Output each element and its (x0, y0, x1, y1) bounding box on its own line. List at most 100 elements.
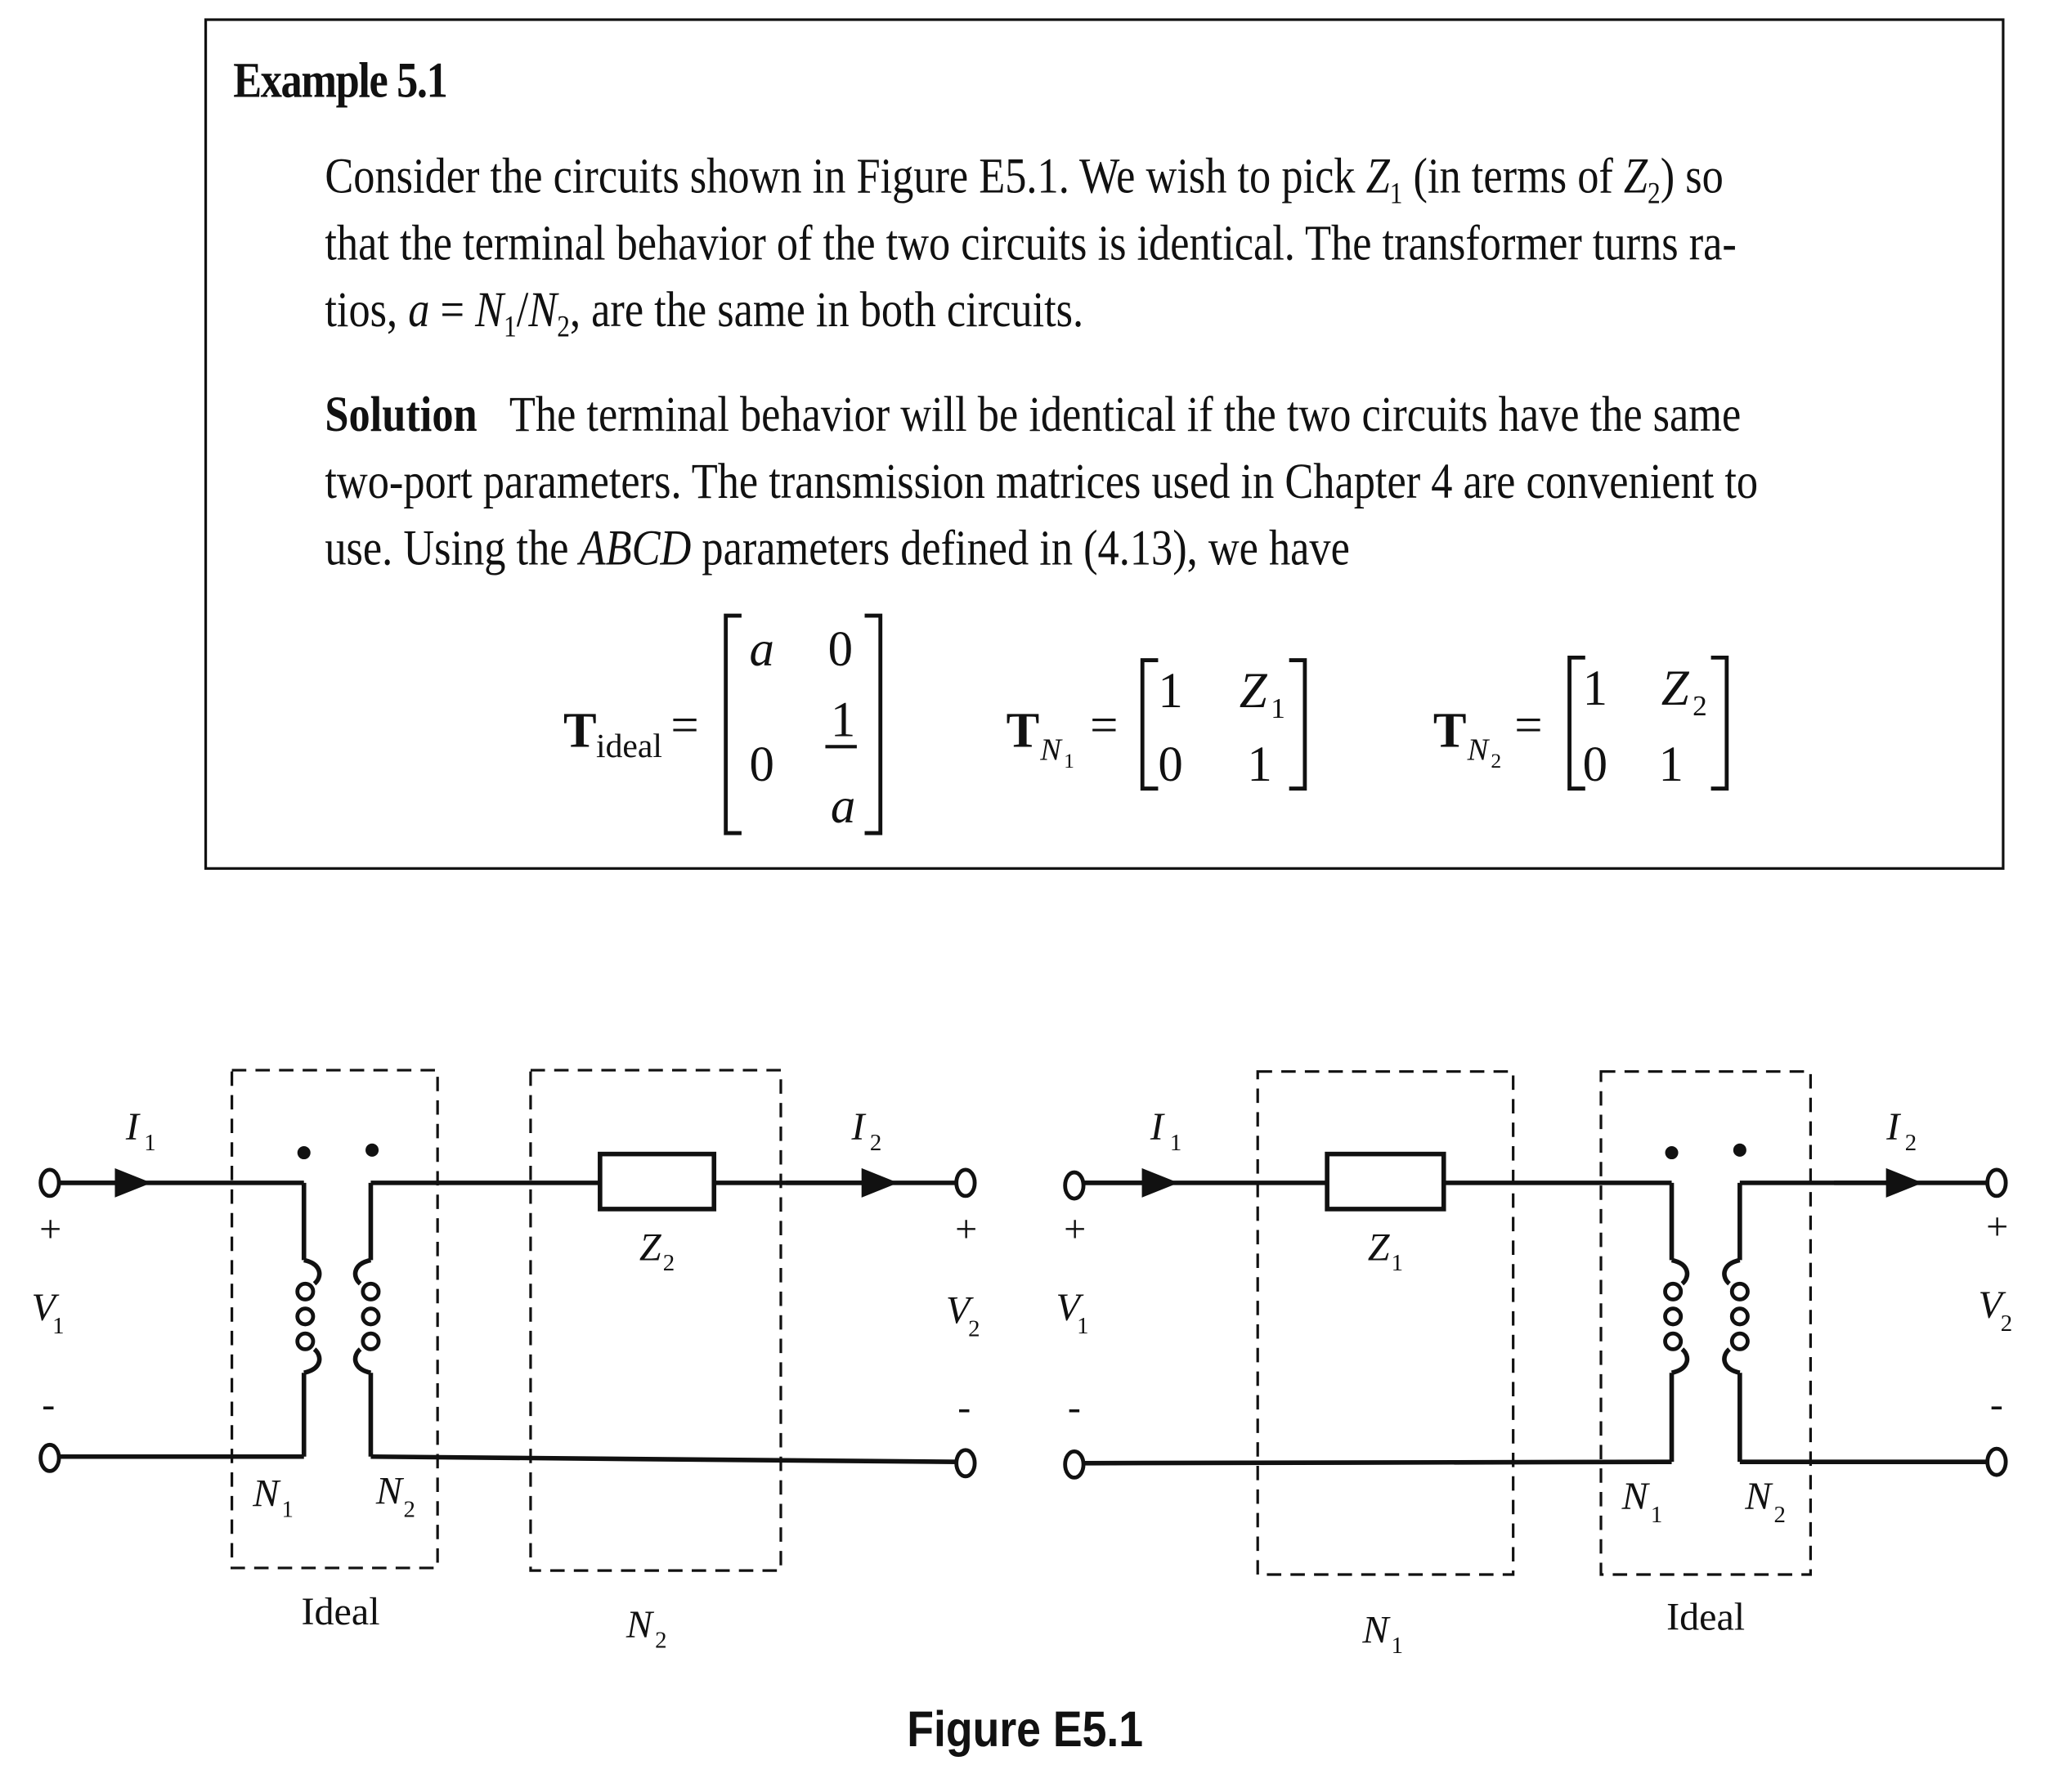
left-z2-impedance (598, 1151, 717, 1212)
right-bottom-input-wire (1082, 1459, 1672, 1466)
left-ideal-block-label: Ideal (302, 1590, 380, 1633)
right-ideal-block (1599, 1070, 1812, 1576)
right-input-bottom-terminal (1063, 1449, 1086, 1480)
left-primary-coil-ends (303, 1257, 322, 1375)
solution-text: Solution The terminal behavior will be i… (325, 383, 1973, 583)
left-v1-plus: + (39, 1207, 61, 1251)
svg-text:1: 1 (1392, 1250, 1403, 1276)
svg-text:1: 1 (1077, 1313, 1088, 1339)
left-i1-label: I (125, 1105, 141, 1149)
left-v1-label: V (31, 1286, 59, 1329)
t-n1-subscript-index: 1 (1064, 749, 1074, 773)
t-ideal-a12: 0 (828, 622, 853, 677)
right-v1-minus: - (1068, 1386, 1081, 1429)
problem-line-2: that the terminal behavior of the two ci… (325, 216, 1737, 271)
t-ideal-a21: 0 (750, 737, 774, 792)
problem-line-3: tios, a = N1/N2, are the same in both ci… (325, 283, 1084, 343)
t-n2-symbol: T (1433, 703, 1467, 758)
t-ideal-a11: a (750, 622, 774, 677)
left-input-bottom-terminal (38, 1442, 61, 1473)
right-v2-label: V (1978, 1284, 2006, 1327)
t-n2-a11: 1 (1583, 661, 1607, 716)
left-v2-plus: + (955, 1207, 977, 1251)
t-n2-a12-sub: 2 (1693, 690, 1707, 722)
right-i2-label: I (1885, 1105, 1901, 1149)
t-ideal-left-bracket (724, 613, 742, 836)
svg-text:2: 2 (968, 1315, 980, 1342)
left-input-top-terminal (38, 1167, 61, 1198)
t-n2-subscript-index: 2 (1491, 749, 1501, 773)
t-n2-equals: = (1514, 698, 1542, 753)
right-output-bottom-terminal (1985, 1446, 2008, 1477)
right-z1-label: Z (1368, 1225, 1391, 1269)
left-circuit: I 1 I 2 + V 1 - + V 2 - Z 2 N 1 N 2 Idea… (31, 1068, 980, 1654)
problem-statement: Consider the circuits shown in Figure E5… (325, 144, 1973, 344)
svg-text:1: 1 (1170, 1130, 1181, 1156)
t-n1-symbol: T (1007, 703, 1040, 758)
svg-text:1: 1 (52, 1313, 64, 1339)
right-primary-coil-ends (1670, 1257, 1690, 1375)
right-ideal-block-label: Ideal (1666, 1595, 1745, 1638)
left-n2-winding-label: N (375, 1469, 405, 1512)
t-n1-a12: Z (1240, 664, 1268, 719)
right-n1-block (1256, 1070, 1515, 1576)
t-n2-a22: 1 (1659, 737, 1684, 792)
right-input-top-terminal (1063, 1170, 1086, 1201)
left-primary-coil (295, 1281, 316, 1351)
example-box (204, 18, 2005, 870)
svg-text:1: 1 (1392, 1633, 1403, 1659)
t-ideal-symbol: T (563, 703, 597, 758)
left-secondary-coil (361, 1281, 381, 1351)
t-n1-equals: = (1090, 698, 1118, 753)
left-secondary-coil-ends (352, 1257, 372, 1375)
t-ideal-equals: = (670, 698, 698, 753)
left-v1-minus: - (42, 1383, 55, 1427)
right-output-top-terminal (1985, 1167, 2008, 1198)
t-n2-right-bracket (1710, 655, 1729, 791)
left-i2-label: I (850, 1105, 866, 1149)
left-z2-label: Z (639, 1225, 662, 1269)
left-v2-label: V (946, 1288, 974, 1332)
solution-label: Solution (325, 388, 478, 443)
t-n2-subscript: N (1467, 732, 1491, 767)
t-n1-left-bracket (1140, 658, 1159, 791)
right-primary-coil (1663, 1281, 1684, 1351)
solution-line-1: Solution The terminal behavior will be i… (325, 388, 1742, 443)
svg-text:1: 1 (144, 1130, 155, 1156)
right-n1-winding-label: N (1621, 1475, 1651, 1518)
t-n2-a21: 0 (1583, 737, 1607, 792)
t-ideal-subscript: ideal (596, 728, 662, 765)
t-ideal-a22-numerator: 1 (831, 692, 855, 747)
solution-line-3: use. Using the ABCD parameters defined i… (325, 521, 1350, 577)
solution-line-2: two-port parameters. The transmission ma… (325, 454, 1759, 510)
svg-text:2: 2 (663, 1250, 675, 1276)
svg-text:2: 2 (404, 1496, 415, 1522)
t-ideal-a22-denominator: a (831, 779, 855, 834)
svg-text:2: 2 (655, 1628, 666, 1654)
left-n1-winding-label: N (252, 1472, 281, 1516)
t-n1-a22: 1 (1247, 737, 1271, 792)
right-n1-block-label: N (1361, 1608, 1391, 1651)
svg-text:1: 1 (1651, 1502, 1662, 1528)
left-bottom-output-wire (370, 1454, 957, 1464)
right-i1-label: I (1150, 1105, 1165, 1149)
left-n2-block (529, 1068, 782, 1572)
problem-line-1: Consider the circuits shown in Figure E5… (325, 149, 1724, 210)
t-n1-subscript: N (1039, 732, 1063, 767)
right-n2-winding-label: N (1744, 1475, 1773, 1518)
t-n1-a21: 0 (1158, 737, 1182, 792)
example-title: Example 5.1 (233, 53, 448, 109)
svg-text:2: 2 (870, 1130, 881, 1156)
left-output-top-terminal (954, 1167, 977, 1198)
t-n1-right-bracket (1289, 658, 1307, 791)
left-secondary-polarity-dot (365, 1143, 379, 1157)
right-primary-polarity-dot (1665, 1146, 1679, 1160)
left-n2-block-label: N (625, 1603, 655, 1646)
svg-text:1: 1 (281, 1496, 293, 1522)
left-ideal-block (231, 1068, 439, 1570)
right-secondary-coil-ends (1722, 1257, 1741, 1375)
left-output-bottom-terminal (954, 1448, 977, 1479)
right-v2-minus: - (1990, 1383, 2003, 1427)
